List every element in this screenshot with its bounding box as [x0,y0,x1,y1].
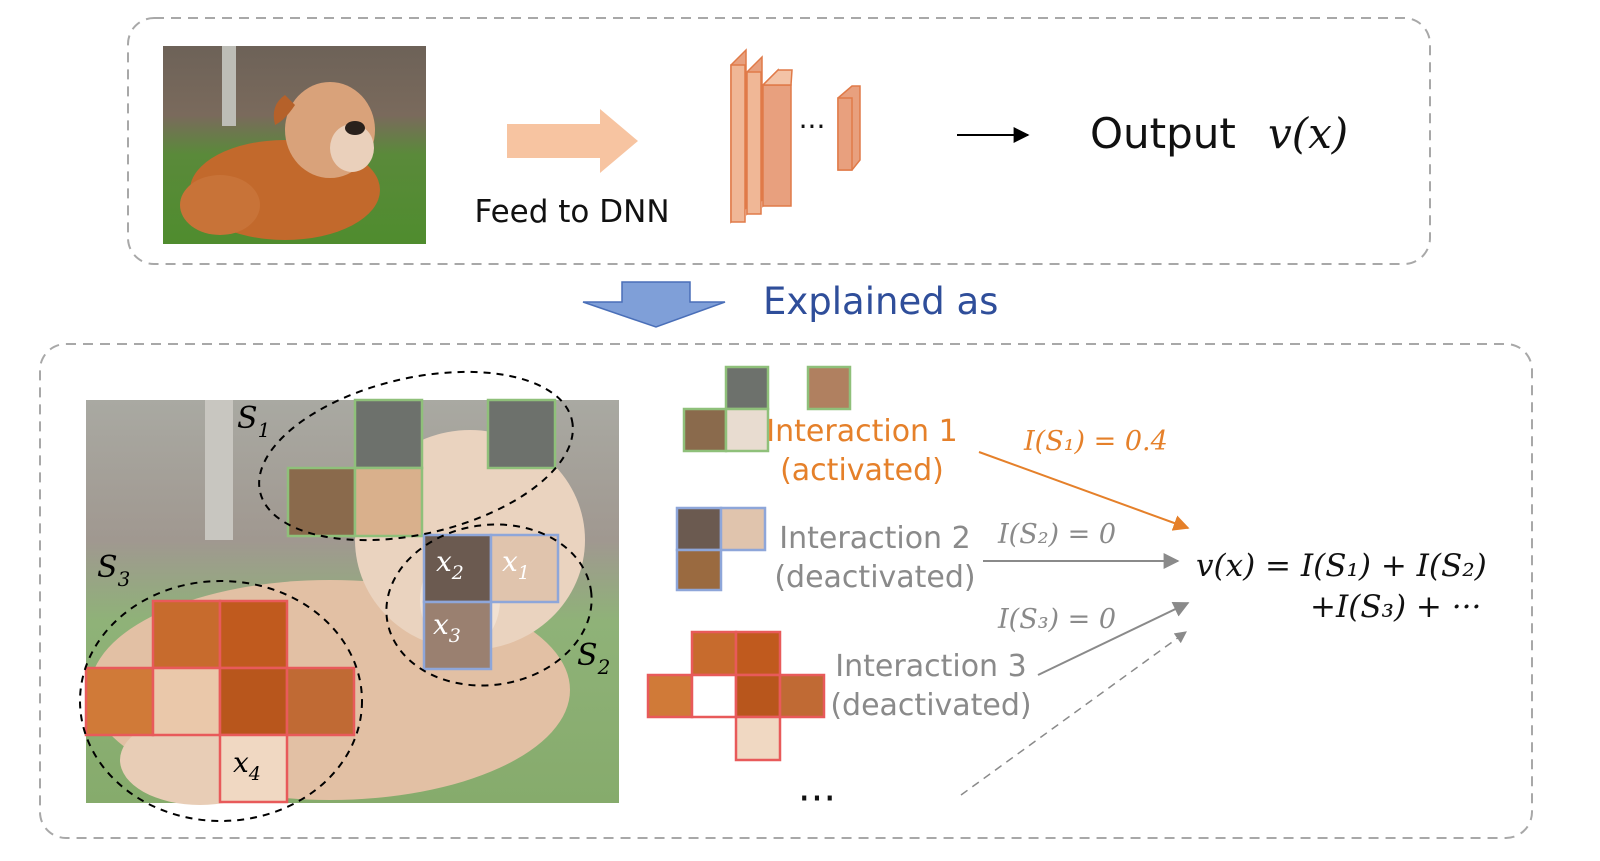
label-s2: S2 [577,638,610,679]
interaction-3-value: I(S₃) = 0 [997,604,1116,635]
interaction-3-arrow [1037,602,1190,676]
label-x3: x3 [433,608,461,647]
label-s1: S1 [237,401,270,442]
top-panel-border [127,17,1431,265]
interaction-1-arrow [978,451,1190,531]
explained-as-label: Explained as [763,280,998,323]
interaction-1-value: I(S₁) = 0.4 [1023,426,1168,457]
dnn-layers-icon [730,48,861,224]
interaction-3-title: Interaction 3 [835,649,1026,684]
interaction-1-title: Interaction 1 [766,414,957,449]
interaction-3-thumbnail [646,630,826,762]
label-s3: S3 [97,550,130,591]
output-formula: v(x) [1268,109,1348,158]
feed-label: Feed to DNN [474,194,669,230]
explain-arrow [582,281,726,328]
label-x1: x1 [502,545,530,584]
interaction-2-state: (deactivated) [774,560,975,595]
s1-ellipse [258,370,574,542]
interaction-1-state: (activated) [780,453,944,488]
label-x2: x2 [436,545,464,584]
s2-patches [422,533,560,671]
s3-patches [84,599,356,804]
s2-ellipse [385,523,593,687]
sum-formula-line1: v(x) = I(S₁) + I(S₂) [1196,548,1487,584]
layer-ellipsis: ··· [799,110,826,143]
interaction-1-thumbnail [682,365,852,453]
interaction-2-title: Interaction 2 [779,521,970,556]
more-interactions-arrow [960,631,1187,796]
s3-ellipse [79,580,363,822]
interaction-2-thumbnail [675,506,767,592]
output-word: Output [1090,109,1236,158]
bottom-panel-border [39,343,1533,839]
dog-photo-top [163,46,426,244]
more-ellipsis: ··· [798,776,836,822]
sum-formula-line2: +I(S₃) + ··· [1310,589,1481,625]
s1-patches [286,398,557,538]
feed-arrow [507,109,638,173]
interaction-2-value: I(S₂) = 0 [997,519,1116,550]
interaction-3-state: (deactivated) [830,688,1031,723]
label-x4: x4 [233,746,261,785]
